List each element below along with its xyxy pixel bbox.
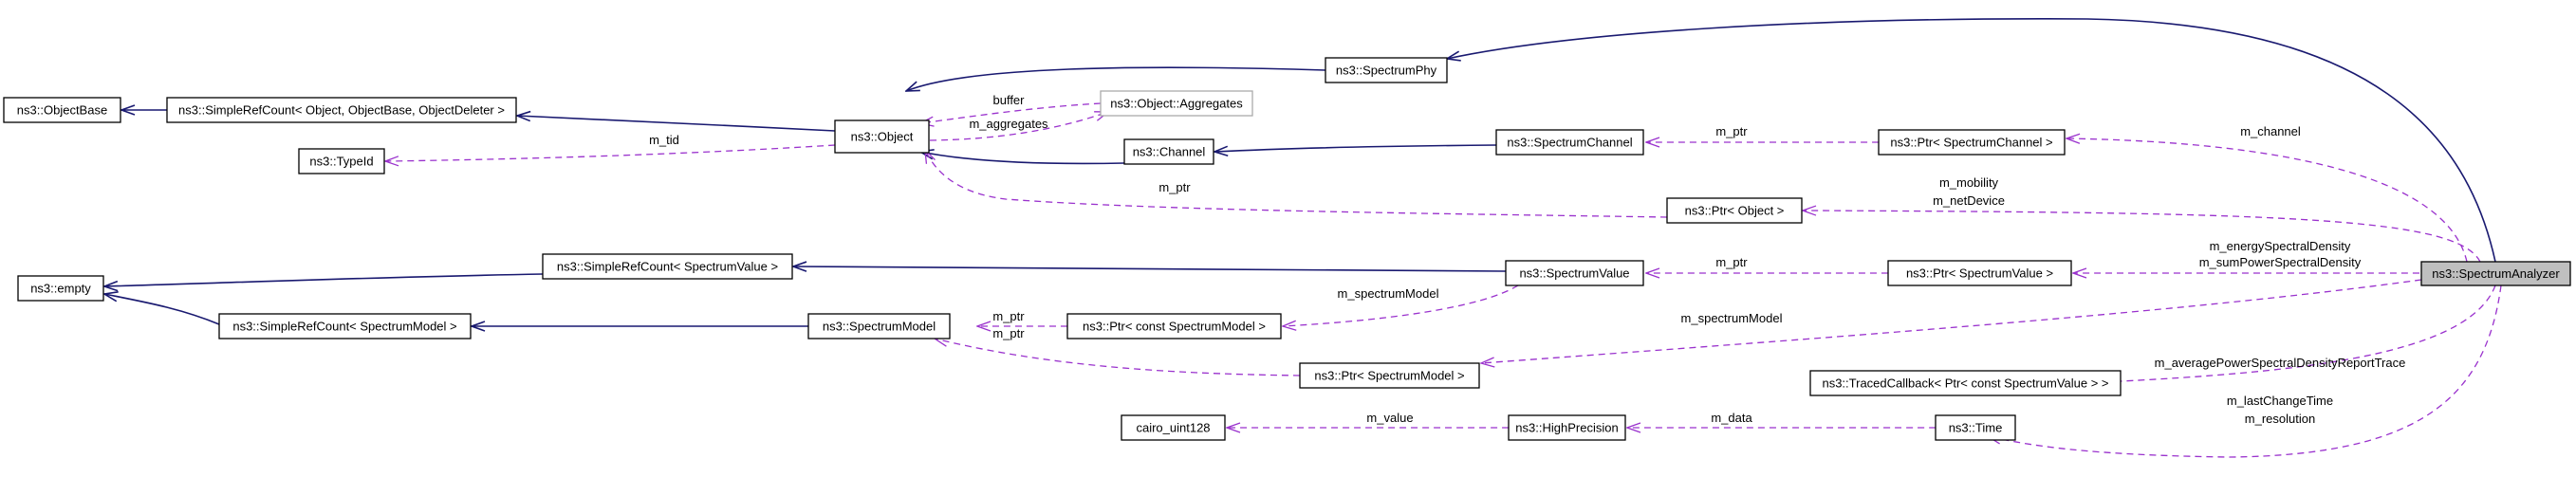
edge-label-m-resolution: m_resolution: [2245, 412, 2315, 426]
edge-time-analyzer: [1988, 284, 2502, 458]
edge-label-m-spectrummodel-value: m_spectrumModel: [1338, 286, 1439, 301]
edge-label-m-spectrummodel-analyzer: m_spectrumModel: [1681, 311, 1783, 325]
edge-label-m-ptr-object: m_ptr: [1158, 180, 1191, 194]
node-spectrumphy[interactable]: ns3::SpectrumPhy: [1325, 57, 1448, 83]
node-object[interactable]: ns3::Object: [834, 119, 930, 154]
edge-label-m-ptr-model-1: m_ptr: [992, 309, 1025, 323]
edge-spectrumanalyzer-to-spectrumphy: [1447, 18, 2496, 263]
node-spectrumchannel[interactable]: ns3::SpectrumChannel: [1495, 129, 1644, 156]
node-ptr-spectrummodel[interactable]: ns3::Ptr< SpectrumModel >: [1299, 362, 1480, 389]
edge-label-m-value: m_value: [1366, 411, 1413, 425]
edge-label-m-sum-power-spectral-density: m_sumPowerSpectralDensity: [2199, 255, 2362, 269]
edge-tracedcallback-analyzer: [2061, 284, 2496, 384]
node-label: ns3::Ptr< Object >: [1685, 204, 1785, 218]
edge-spectrummodel-ptr: [935, 339, 1301, 376]
node-label: ns3::Object::Aggregates: [1110, 97, 1243, 111]
node-time[interactable]: ns3::Time: [1935, 414, 2016, 441]
node-channel[interactable]: ns3::Channel: [1123, 138, 1214, 165]
edge-simplerefcount-model-to-empty: [104, 294, 220, 325]
node-typeid[interactable]: ns3::TypeId: [298, 148, 385, 174]
node-label: ns3::SimpleRefCount< Object, ObjectBase,…: [178, 103, 505, 118]
edge-object-tid: [385, 144, 836, 161]
node-label: ns3::empty: [30, 282, 91, 296]
node-ptr-spectrumchannel[interactable]: ns3::Ptr< SpectrumChannel >: [1878, 129, 2066, 156]
node-label: ns3::SimpleRefCount< SpectrumValue >: [557, 260, 778, 274]
node-empty[interactable]: ns3::empty: [17, 275, 104, 302]
node-simplerefcount-spectrummodel[interactable]: ns3::SimpleRefCount< SpectrumModel >: [218, 313, 472, 339]
edge-object-ptr-object: [925, 150, 1668, 218]
edge-labels: buffer m_aggregates m_tid m_ptr m_channe…: [649, 93, 2405, 426]
node-spectrummodel[interactable]: ns3::SpectrumModel: [807, 313, 951, 339]
node-label: ns3::ObjectBase: [17, 103, 107, 118]
node-object-aggregates[interactable]: ns3::Object::Aggregates: [1100, 90, 1253, 117]
edge-label-m-last-change-time: m_lastChangeTime: [2227, 394, 2333, 408]
edge-label-m-energy-spectral-density: m_energySpectralDensity: [2210, 239, 2351, 253]
edge-label-m-netdevice: m_netDevice: [1933, 193, 2005, 208]
edge-ptr-const-model-spectrummodel: [1283, 284, 1519, 326]
edge-object-aggregates: [929, 112, 1108, 141]
node-spectrumanalyzer[interactable]: ns3::SpectrumAnalyzer: [2420, 261, 2571, 286]
node-label: ns3::TypeId: [309, 155, 373, 169]
edge-label-m-data: m_data: [1711, 411, 1752, 425]
edge-label-m-ptr-channel: m_ptr: [1715, 124, 1748, 138]
node-label: ns3::SpectrumModel: [823, 320, 936, 334]
node-label: ns3::Time: [1949, 421, 2003, 435]
edge-aggregates-buffer: [920, 102, 1102, 123]
node-label: ns3::SpectrumPhy: [1336, 64, 1437, 78]
edge-label-m-ptr-value: m_ptr: [1715, 255, 1748, 269]
node-label: ns3::HighPrecision: [1515, 421, 1618, 435]
edge-ptr-object-mobility: [1803, 211, 2481, 263]
node-highprecision[interactable]: ns3::HighPrecision: [1508, 414, 1626, 441]
edge-label-m-tid: m_tid: [649, 133, 679, 147]
node-spectrumvalue[interactable]: ns3::SpectrumValue: [1505, 260, 1644, 286]
node-label: ns3::Object: [851, 130, 914, 144]
edge-spectrumchannel-to-channel: [1214, 144, 1497, 152]
node-label: ns3::SpectrumAnalyzer: [2432, 266, 2560, 281]
node-cairo-uint128[interactable]: cairo_uint128: [1121, 414, 1226, 441]
node-ptr-object[interactable]: ns3::Ptr< Object >: [1666, 197, 1803, 224]
edge-ptr-spectrumchannel-m-channel: [2066, 138, 2468, 263]
node-label: ns3::SimpleRefCount< SpectrumModel >: [232, 320, 456, 334]
edge-spectrumphy-to-object: [906, 66, 1326, 91]
edge-label-m-aggregates: m_aggregates: [969, 117, 1048, 131]
node-simplerefcount-object[interactable]: ns3::SimpleRefCount< Object, ObjectBase,…: [166, 97, 517, 123]
node-label: ns3::Ptr< const SpectrumModel >: [1083, 320, 1266, 334]
node-objectbase[interactable]: ns3::ObjectBase: [3, 97, 121, 123]
node-label: ns3::Channel: [1133, 145, 1206, 159]
inheritance-edges: [104, 18, 2496, 326]
usage-edges: [385, 102, 2502, 458]
node-label: ns3::Ptr< SpectrumChannel >: [1890, 136, 2052, 150]
edge-spectrumvalue-to-simplerefcount-value: [793, 266, 1507, 271]
edge-label-m-ptr-model-2: m_ptr: [992, 326, 1025, 340]
edge-object-to-simplerefcount-object: [517, 116, 836, 132]
edge-ptr-spectrummodel-analyzer: [1481, 279, 2422, 363]
edge-label-m-average-power: m_averagePowerSpectralDensityReportTrace: [2155, 356, 2406, 370]
class-nodes: ns3::ObjectBase ns3::SimpleRefCount< Obj…: [3, 57, 2571, 441]
edge-label-buffer: buffer: [992, 93, 1025, 107]
node-ptr-spectrumvalue[interactable]: ns3::Ptr< SpectrumValue >: [1887, 260, 2072, 286]
node-label: ns3::Ptr< SpectrumValue >: [1906, 266, 2053, 281]
node-ptr-const-spectrummodel[interactable]: ns3::Ptr< const SpectrumModel >: [1066, 313, 1282, 339]
node-label: ns3::SpectrumChannel: [1507, 136, 1632, 150]
node-label: ns3::TracedCallback< Ptr< const Spectrum…: [1822, 376, 2108, 391]
edge-channel-to-object: [920, 152, 1125, 165]
node-simplerefcount-spectrumvalue[interactable]: ns3::SimpleRefCount< SpectrumValue >: [542, 253, 793, 280]
edge-label-m-channel: m_channel: [2240, 124, 2301, 138]
edge-simplerefcount-value-to-empty: [104, 273, 544, 286]
node-label: cairo_uint128: [1136, 421, 1210, 435]
node-label: ns3::SpectrumValue: [1519, 266, 1629, 281]
node-label: ns3::Ptr< SpectrumModel >: [1314, 369, 1464, 383]
node-tracedcallback[interactable]: ns3::TracedCallback< Ptr< const Spectrum…: [1809, 370, 2122, 396]
edge-label-m-mobility: m_mobility: [1939, 175, 1999, 190]
